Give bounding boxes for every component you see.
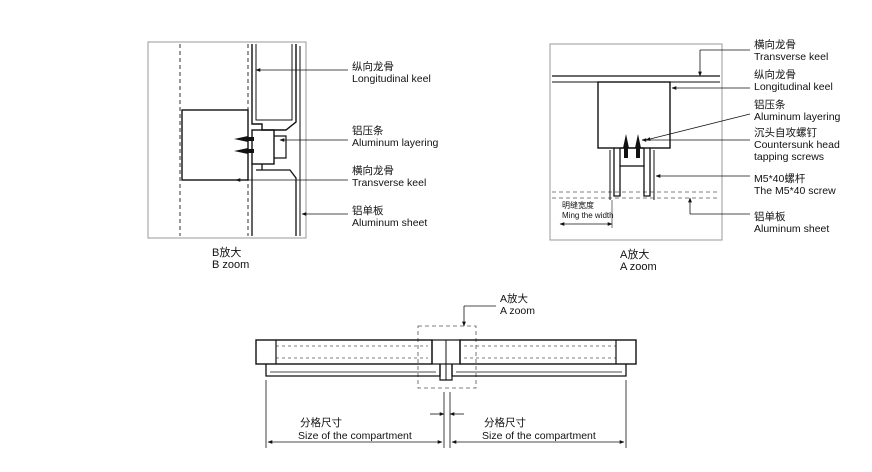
a-longitudinal-en: Longitudinal keel — [754, 81, 833, 93]
a-screws-en-1: Countersunk head — [754, 139, 840, 151]
a-m5-cn: M5*40螺杆 — [754, 172, 806, 185]
a-screws-cn: 沉头自攻螺钉 — [754, 126, 817, 139]
left-panel — [255, 339, 441, 377]
a-m5-en: The M5*40 screw — [754, 185, 836, 197]
left-dimension-en: Size of the compartment — [298, 430, 412, 442]
b-zoom-caption-en: B zoom — [212, 259, 249, 271]
a-sheet-cn: 铝单板 — [754, 210, 786, 223]
a-sheet-en: Aluminum sheet — [754, 223, 829, 235]
a-m5-screw — [613, 148, 651, 197]
right-panel — [451, 339, 637, 377]
b-screws — [234, 136, 254, 154]
a-longitudinal-cn: 纵向龙骨 — [754, 68, 796, 81]
a-zoom-detail: 明缝宽度 Ming the width 横向龙骨 Transverse keel… — [549, 38, 841, 273]
a-width-cn: 明缝宽度 — [562, 200, 594, 210]
b-zoom-caption-cn: B放大 — [212, 245, 241, 259]
overview-callout-cn: A放大 — [500, 292, 529, 305]
b-zoom-detail: 纵向龙骨 Longitudinal keel 铝压条 Aluminum laye… — [147, 41, 439, 271]
b-sheet-en: Aluminum sheet — [352, 217, 427, 229]
b-aluminum-sheet — [251, 164, 297, 236]
a-zoom-frame — [549, 43, 723, 241]
b-longitudinal-cn: 纵向龙骨 — [352, 60, 394, 73]
b-sheet-cn: 铝单板 — [352, 204, 384, 217]
a-longitudinal-keel-box — [597, 81, 671, 149]
b-aluminum-layering — [251, 129, 275, 165]
left-dimension-cn: 分格尺寸 — [300, 416, 342, 429]
a-transverse-en: Transverse keel — [754, 51, 828, 63]
b-transverse-cn: 横向龙骨 — [352, 164, 394, 177]
a-aluminum-layering — [619, 147, 645, 167]
a-zoom-caption-en: A zoom — [620, 261, 657, 273]
overview-callout-en: A zoom — [500, 305, 535, 317]
b-transverse-keel-box — [181, 109, 249, 181]
a-width-en: Ming the width — [562, 211, 614, 220]
b-transverse-en: Transverse keel — [352, 177, 426, 189]
a-layering-cn: 铝压条 — [754, 98, 786, 111]
b-longitudinal-en: Longitudinal keel — [352, 73, 431, 85]
a-transverse-cn: 横向龙骨 — [754, 38, 796, 51]
center-joint — [431, 339, 461, 381]
a-zoom-callout-box — [417, 325, 477, 389]
a-layering-en: Aluminum layering — [754, 111, 841, 123]
b-layering-cn: 铝压条 — [352, 124, 384, 137]
a-screws-en-2: tapping screws — [754, 151, 824, 163]
a-screws — [623, 134, 641, 158]
overview-section: A放大 A zoom — [255, 292, 637, 448]
a-zoom-caption-cn: A放大 — [620, 247, 649, 261]
right-dimension-en: Size of the compartment — [482, 430, 596, 442]
b-longitudinal-keel — [251, 44, 297, 131]
right-dimension-cn: 分格尺寸 — [484, 416, 526, 429]
b-layering-en: Aluminum layering — [352, 137, 439, 149]
